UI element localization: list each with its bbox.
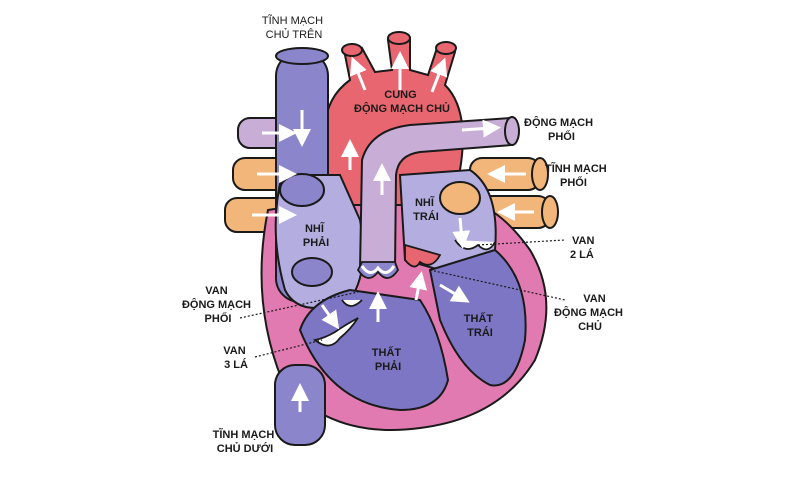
flow-arrows [252,51,534,412]
left-ventricle [428,248,527,387]
label-right-atrium: NHĨ PHẢI [303,222,329,249]
label-pulmonary-valve: VAN ĐỘNG MẠCH PHỔI [182,285,254,325]
label-pulmonary-artery: ĐỘNG MẠCH PHỔI [524,116,596,143]
label-pulmonary-vein: TĨNH MẠCH PHỔI [545,162,610,189]
label-inferior-vena-cava: TĨNH MẠCH CHỦ DƯỚI [213,428,278,455]
label-aortic-arch: CUNG ĐỘNG MẠCH CHỦ [354,89,450,115]
label-superior-vena-cava: TĨNH MẠCH CHỦ TRÊN [262,14,326,41]
label-left-atrium: NHĨ TRÁI [413,196,439,223]
label-tricuspid-valve: VAN 3 LÁ [223,345,248,371]
label-aortic-valve: VAN ĐỘNG MẠCH CHỦ [554,293,626,333]
label-mitral-valve: VAN 2 LÁ [570,235,597,261]
label-right-ventricle: THẤT PHẢI [372,346,404,373]
leader-lines [239,239,566,358]
aortic-valve-shape [404,243,442,268]
tricuspid-valve-shape [312,317,359,347]
label-left-ventricle: THẤT TRÁI [464,312,496,339]
